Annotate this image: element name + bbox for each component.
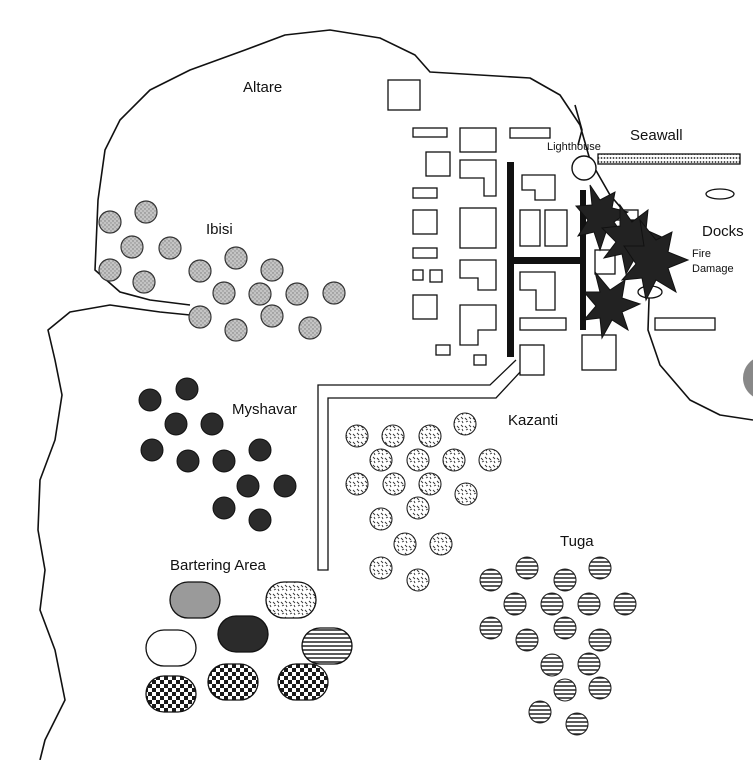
- town-buildings: [387, 79, 735, 376]
- stall-white: [145, 629, 197, 667]
- stall-check-1: [145, 675, 197, 713]
- bartering-stalls: [145, 581, 353, 713]
- road: [317, 359, 523, 571]
- label-seawall: Seawall: [630, 127, 683, 144]
- label-docks: Docks: [702, 223, 744, 240]
- tuga-camp: [479, 556, 637, 736]
- east-street-vertical: [580, 190, 586, 330]
- stall-hatch: [265, 581, 317, 619]
- coastline: [94, 29, 753, 421]
- label-fire-line2: Damage: [692, 263, 734, 275]
- label-altare: Altare: [243, 79, 282, 96]
- stall-check-3: [277, 663, 329, 701]
- label-kazanti: Kazanti: [508, 412, 558, 429]
- myshavar-camp: [138, 377, 297, 532]
- coastline-east-notch: [574, 104, 583, 146]
- lighthouse-tower: [571, 155, 597, 181]
- label-myshavar: Myshavar: [232, 401, 297, 418]
- fire-damage: [574, 184, 690, 340]
- main-street-vertical: [507, 162, 514, 357]
- label-tuga: Tuga: [560, 533, 594, 550]
- stall-dark: [217, 615, 269, 653]
- kazanti-camp: [345, 412, 502, 592]
- stall-stripes: [301, 627, 353, 665]
- stall-check-2: [207, 663, 259, 701]
- ibisi-camp: [98, 200, 346, 342]
- label-ibisi: Ibisi: [206, 221, 233, 238]
- edge-marker: [743, 359, 753, 397]
- coastline-west: [37, 304, 191, 760]
- label-fire-line1: Fire: [692, 248, 711, 260]
- label-lighthouse: Lighthouse: [547, 141, 601, 153]
- stall-gray: [169, 581, 221, 619]
- main-street-horizontal: [514, 257, 584, 264]
- seawall: [597, 153, 741, 165]
- label-bartering-area: Bartering Area: [170, 557, 267, 574]
